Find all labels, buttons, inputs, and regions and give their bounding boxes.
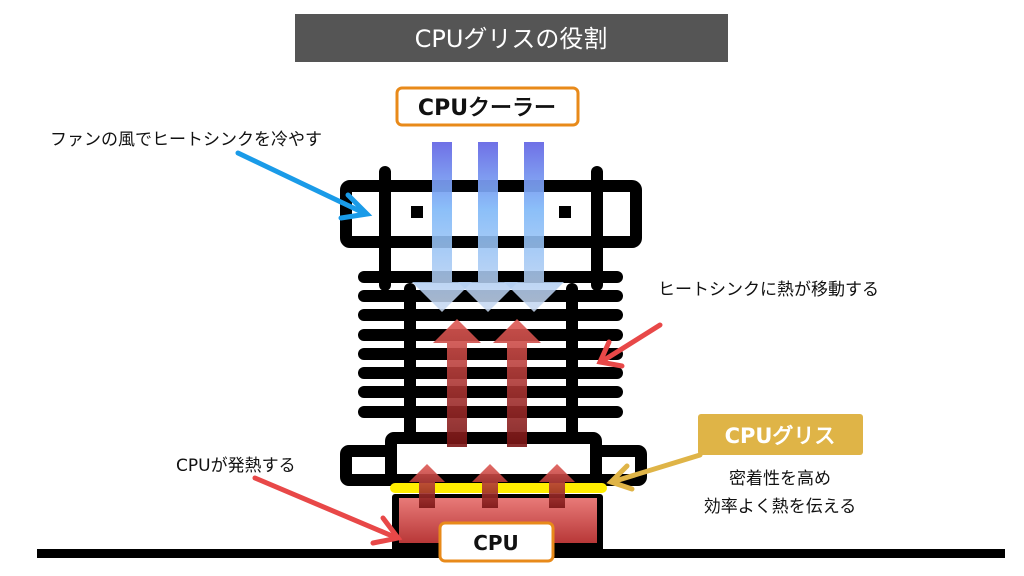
cpu-note: CPUが発熱する	[176, 456, 296, 476]
cooler-label-box: CPUクーラー	[395, 86, 580, 127]
heatsink-note: ヒートシンクに熱が移動する	[658, 280, 879, 300]
heat-flow-arrows	[409, 319, 575, 508]
heat-pipe	[404, 283, 416, 448]
fan-screw	[559, 206, 571, 218]
air-flow-arrows	[412, 142, 564, 312]
grease-label: CPUグリス	[725, 424, 836, 448]
title-banner: CPUグリスの役割	[295, 14, 728, 62]
grease-note-line2: 効率よく熱を伝える	[704, 497, 857, 517]
cpu-label: CPU	[473, 531, 519, 555]
title: CPUグリスの役割	[415, 25, 608, 53]
heat-pipe	[566, 283, 578, 448]
grease-label-box: CPUグリス	[698, 414, 863, 455]
grease-pointer-arrow	[606, 452, 703, 492]
fan-note: ファンの風でヒートシンクを冷やす	[50, 130, 322, 150]
fan-pointer-arrow	[235, 150, 373, 221]
grease-note-line1: 密着性を高め	[729, 469, 831, 489]
fan-screw	[411, 206, 423, 218]
cpu-pointer-arrow	[252, 475, 403, 546]
cpu-label-box: CPU	[438, 521, 555, 563]
cooler-label: CPUクーラー	[418, 96, 556, 121]
heatsink-pointer-arrow	[596, 322, 663, 369]
